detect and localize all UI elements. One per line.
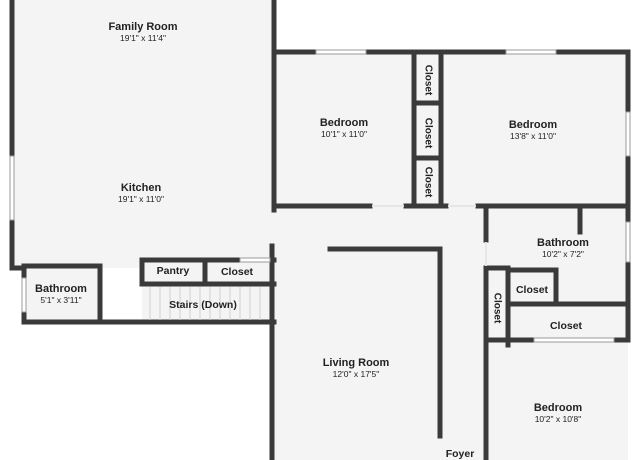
room-dims: 10'2" x 7'2" [542, 248, 584, 259]
room-name: Bedroom [533, 401, 583, 414]
windows [9, 49, 631, 343]
room-name: Bedroom [508, 118, 558, 131]
room-dims: 10'1" x 11'0" [321, 128, 367, 139]
foyer-label: Foyer [445, 447, 475, 460]
closet-label-vertical-1: Closet [422, 64, 434, 96]
room-dims: 19'1" x 11'4" [119, 32, 166, 43]
room-dims: 13'8" x 11'0" [510, 130, 556, 141]
stairs-label: Stairs (Down) [169, 298, 237, 311]
pantry-label: Pantry [156, 264, 190, 277]
window-bedroom3-top [533, 337, 615, 343]
window-bathroom-west [21, 277, 27, 313]
closet-label-kitchen: Closet [220, 265, 254, 278]
room-name: Living Room [322, 356, 390, 369]
bathroom-2-label: Bathroom 5'1" x 3'11" [35, 283, 87, 305]
room-dims: 10'2" x 10'8" [534, 413, 582, 424]
floor-family-kitchen [12, 0, 274, 268]
closet-label-east-small: Closet [515, 283, 549, 296]
stair-treads [149, 287, 261, 320]
bedroom-1-label: Bedroom 10'1" x 11'0" [320, 117, 368, 139]
window-bedroom1 [315, 49, 367, 55]
bathroom-1-label: Bathroom 10'2" x 7'2" [537, 237, 589, 259]
bedroom-2-label: Bedroom 13'8" x 11'0" [509, 119, 557, 141]
window-bedroom2-east [625, 111, 631, 157]
floor-bedrooms [274, 52, 628, 208]
room-name: Kitchen [120, 181, 162, 194]
window-pantry [239, 257, 271, 263]
room-name: Bathroom [35, 282, 87, 295]
window-bathroom-east [625, 221, 631, 263]
kitchen-label: Kitchen 19'1" x 11'0" [118, 182, 164, 204]
room-name: Bathroom [537, 236, 589, 249]
bedroom-3-label: Bedroom 10'2" x 10'8" [534, 402, 582, 424]
closet-label-vertical-4: Closet [491, 292, 503, 324]
closet-label-vertical-3: Closet [422, 166, 434, 198]
closet-label-vertical-2: Closet [422, 117, 434, 149]
room-name: Bedroom [319, 116, 369, 129]
window-bedroom2 [505, 49, 557, 55]
room-dims: 19'1" x 11'0" [118, 193, 164, 204]
floor-bathroom-small [24, 266, 100, 322]
living-room-label: Living Room 12'0" x 17'5" [323, 357, 390, 379]
window-kitchen-west [9, 155, 15, 221]
door-openings [372, 205, 487, 266]
room-dims: 5'1" x 3'11" [40, 294, 82, 305]
closet-label-east-wide: Closet [549, 319, 583, 332]
floor-stairs-area [142, 260, 274, 322]
family-room-label: Family Room 19'1" x 11'4" [108, 21, 177, 43]
room-dims: 12'0" x 17'5" [332, 368, 380, 379]
room-name: Family Room [108, 20, 178, 33]
floor-fills [12, 0, 628, 460]
floor-living [274, 206, 486, 460]
